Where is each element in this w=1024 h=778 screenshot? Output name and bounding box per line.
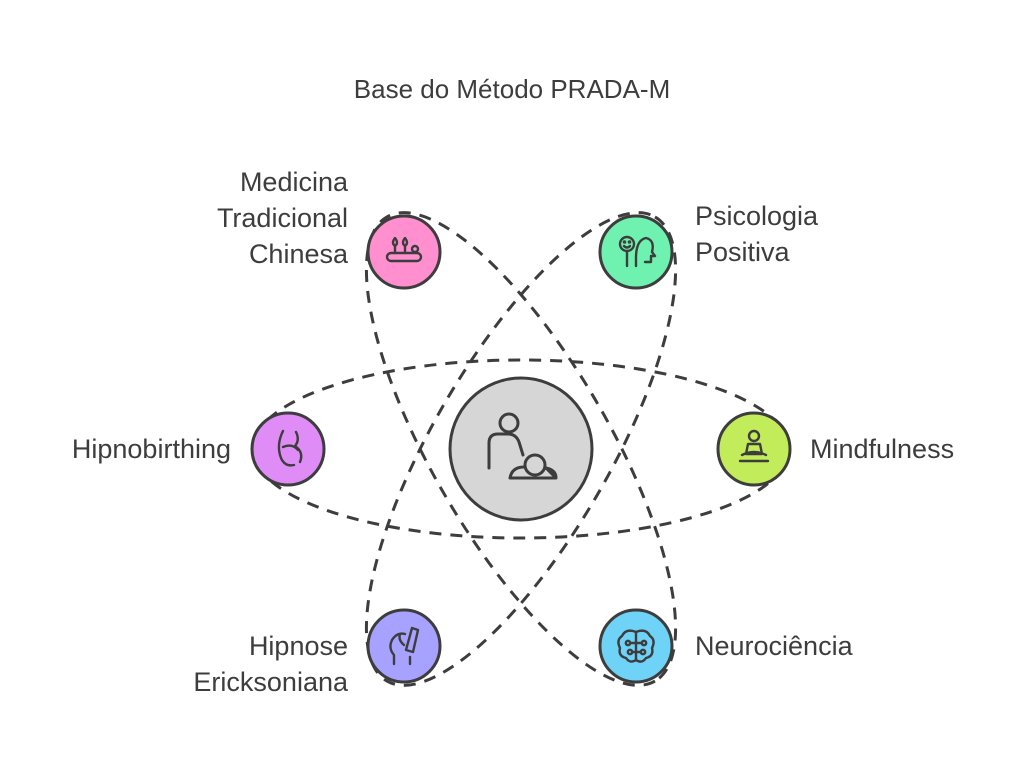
label-neurociencia: Neurociência xyxy=(695,631,853,661)
hypnosis-icon xyxy=(389,626,420,666)
meditation-icon xyxy=(738,429,770,463)
parent-and-baby-icon xyxy=(487,412,558,480)
label-hipnobirthing: Hipnobirthing xyxy=(71,434,231,464)
node-hipnose-ericksoniana xyxy=(366,608,442,684)
label-hipnose-ericksoniana: Hipnose Ericksoniana xyxy=(193,631,348,697)
label-psicologia-positiva: Psicologia Positiva xyxy=(695,201,819,267)
label-medicina-tradicional-chinesa: Medicina Tradicional Chinesa xyxy=(216,167,348,269)
node-medicina-tradicional-chinesa xyxy=(366,214,442,290)
brain-icon xyxy=(617,629,655,663)
node-hipnobirthing xyxy=(250,411,326,487)
center-node xyxy=(448,376,594,522)
orbit-diagonal-a xyxy=(364,211,678,687)
pregnancy-icon xyxy=(277,429,303,467)
diagram-title: Base do Método PRADA-M xyxy=(353,74,671,104)
label-mindfulness: Mindfulness xyxy=(810,434,955,464)
node-neurociencia xyxy=(598,608,674,684)
node-psicologia-positiva xyxy=(598,214,674,290)
positive-mind-icon xyxy=(618,235,657,268)
herbal-medicine-icon xyxy=(385,236,423,263)
node-mindfulness xyxy=(716,411,792,487)
orbit-diagonal-b xyxy=(364,211,678,687)
